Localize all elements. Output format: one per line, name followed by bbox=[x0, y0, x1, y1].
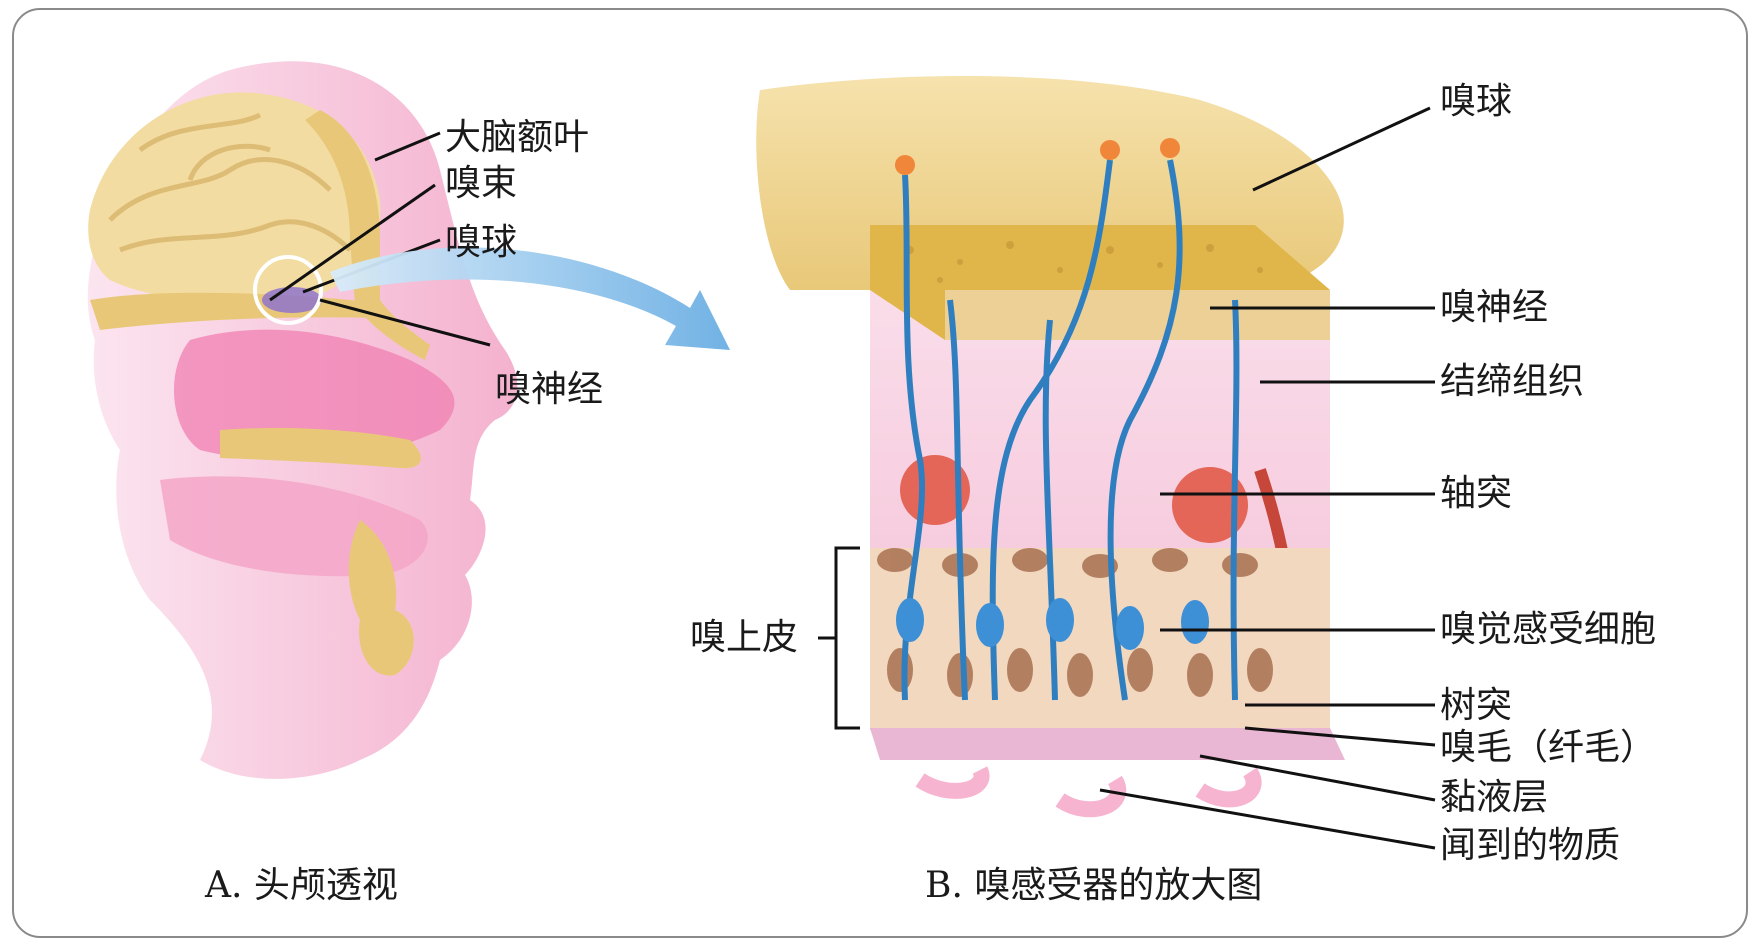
frontal-lobe bbox=[88, 92, 381, 304]
label-olfactory-nerve-b: 嗅神经 bbox=[1440, 287, 1549, 328]
label-frontal-lobe: 大脑额叶 bbox=[445, 117, 590, 158]
label-olfactory-bulb-a: 嗅球 bbox=[445, 222, 518, 263]
label-olfactory-epithelium: 嗅上皮 bbox=[690, 617, 799, 658]
label-olfactory-tract: 嗅束 bbox=[445, 163, 518, 204]
label-mucus-layer: 黏液层 bbox=[1440, 777, 1549, 818]
jaw-bone bbox=[348, 520, 414, 676]
caption-panel-b: B. 嗅感受器的放大图 bbox=[925, 865, 1263, 906]
label-receptor-cell: 嗅觉感受细胞 bbox=[1440, 609, 1657, 650]
odorant-swirls bbox=[915, 766, 1262, 818]
label-olfactory-nerve-a: 嗅神经 bbox=[495, 369, 604, 410]
mitral-cells bbox=[895, 138, 1180, 175]
label-odorant: 闻到的物质 bbox=[1440, 825, 1621, 866]
mucus-layer-shape bbox=[870, 728, 1345, 760]
label-olfactory-bulb-b: 嗅球 bbox=[1440, 81, 1513, 122]
nasal-cavity bbox=[173, 329, 455, 461]
label-axon: 轴突 bbox=[1440, 473, 1513, 514]
magnifier-circle bbox=[253, 255, 323, 325]
palate-bone bbox=[220, 428, 421, 469]
label-connective-tissue: 结缔组织 bbox=[1440, 361, 1585, 402]
label-dendrite: 树突 bbox=[1440, 685, 1513, 726]
olfactory-gland-left bbox=[900, 455, 970, 525]
label-cilia: 嗅毛（纤毛） bbox=[1440, 727, 1657, 768]
skull-bone bbox=[305, 110, 430, 360]
zoom-arrow bbox=[330, 247, 730, 350]
olfactory-gland-right bbox=[1172, 467, 1248, 543]
receptor-cell-bodies bbox=[896, 598, 1209, 650]
epithelium-bracket bbox=[818, 546, 860, 730]
caption-panel-a: A. 头颅透视 bbox=[205, 865, 398, 906]
receptor-illustration bbox=[756, 76, 1436, 850]
head-illustration bbox=[87, 61, 518, 779]
